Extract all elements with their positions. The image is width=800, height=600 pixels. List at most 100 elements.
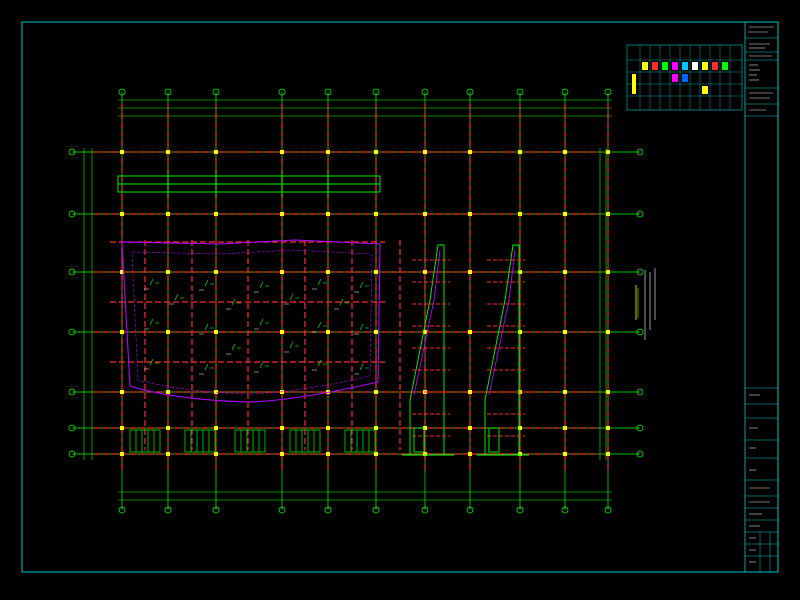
column-node [326, 330, 330, 334]
column-node [120, 452, 124, 456]
axis-bubble-left [68, 328, 76, 336]
annotation-tick [339, 298, 344, 306]
axis-bubble-bottom [164, 506, 172, 514]
legend-table [626, 44, 743, 111]
stair-outline [344, 429, 376, 453]
rotated-note [644, 268, 656, 340]
annotation-tick [174, 293, 179, 301]
column-node [326, 452, 330, 456]
column-node [166, 330, 170, 334]
axis-bubble-top [372, 88, 380, 96]
column-node [563, 390, 567, 394]
column-node [468, 150, 472, 154]
legend-color-swatches [632, 62, 728, 94]
column-node [563, 426, 567, 430]
column-node [518, 270, 522, 274]
axis-bubble-bottom [421, 506, 429, 514]
column-node [374, 426, 378, 430]
column-node [423, 150, 427, 154]
column-node [120, 212, 124, 216]
axis-bubble-right [636, 328, 644, 336]
axis-bubble-left [68, 450, 76, 458]
axis-bubble-right [636, 268, 644, 276]
column-node [374, 150, 378, 154]
axis-bubble-top [604, 88, 612, 96]
stair-outline [289, 429, 321, 453]
column-node [423, 426, 427, 430]
column-node [563, 150, 567, 154]
axis-bubble-bottom [118, 506, 126, 514]
section-slope [413, 249, 441, 396]
column-node [280, 212, 284, 216]
column-node [166, 390, 170, 394]
column-node [326, 426, 330, 430]
annotation-tick [259, 281, 264, 289]
axis-bubble-right [636, 388, 644, 396]
column-node [423, 452, 427, 456]
axis-bubble-right [636, 424, 644, 432]
column-node [563, 212, 567, 216]
column-node [214, 426, 218, 430]
column-node [326, 212, 330, 216]
annotation-tick [317, 321, 322, 329]
column-node [606, 150, 610, 154]
column-node [468, 390, 472, 394]
section-stair [413, 427, 425, 453]
annotation-tick [259, 361, 264, 369]
axis-bubble-top [164, 88, 172, 96]
axis-bubble-bottom [324, 506, 332, 514]
column-node [280, 330, 284, 334]
annotation-tick [204, 323, 209, 331]
column-node [468, 452, 472, 456]
column-node [166, 150, 170, 154]
axis-bubble-top [118, 88, 126, 96]
column-node [606, 452, 610, 456]
column-node [606, 390, 610, 394]
axis-bubble-left [68, 424, 76, 432]
axis-bubble-bottom [466, 506, 474, 514]
column-node [280, 452, 284, 456]
section-elevation-2 [477, 244, 529, 456]
column-node [166, 426, 170, 430]
column-node [606, 426, 610, 430]
axis-bubble-top [516, 88, 524, 96]
column-node [374, 390, 378, 394]
column-node [280, 390, 284, 394]
column-node [214, 330, 218, 334]
annotation-tick [317, 278, 322, 286]
column-node [468, 330, 472, 334]
axis-bubble-left [68, 268, 76, 276]
annotation-tick [359, 363, 364, 371]
column-node [280, 270, 284, 274]
column-node [374, 330, 378, 334]
axis-bubble-left [68, 148, 76, 156]
column-node [374, 452, 378, 456]
bottom-stairs [129, 429, 376, 453]
section-stair [488, 427, 500, 453]
axis-bubble-top [212, 88, 220, 96]
column-node [518, 330, 522, 334]
column-node [563, 452, 567, 456]
annotation-tick [259, 318, 264, 326]
annotation-tick [359, 323, 364, 331]
member-annotations [149, 278, 369, 371]
column-node [423, 270, 427, 274]
axis-bubble-right [636, 148, 644, 156]
column-node [214, 270, 218, 274]
axis-bubble-bottom [372, 506, 380, 514]
axis-bubble-top [466, 88, 474, 96]
column-node [518, 212, 522, 216]
seating-outline [121, 239, 381, 403]
column-node [214, 150, 218, 154]
column-node [214, 212, 218, 216]
column-node [606, 270, 610, 274]
column-node [166, 452, 170, 456]
column-nodes [120, 150, 610, 456]
title-block [744, 21, 779, 573]
seating-inner-outline [131, 249, 373, 395]
axis-bubble-top [324, 88, 332, 96]
column-node [280, 150, 284, 154]
annotation-tick [289, 341, 294, 349]
member-labels [144, 288, 359, 375]
